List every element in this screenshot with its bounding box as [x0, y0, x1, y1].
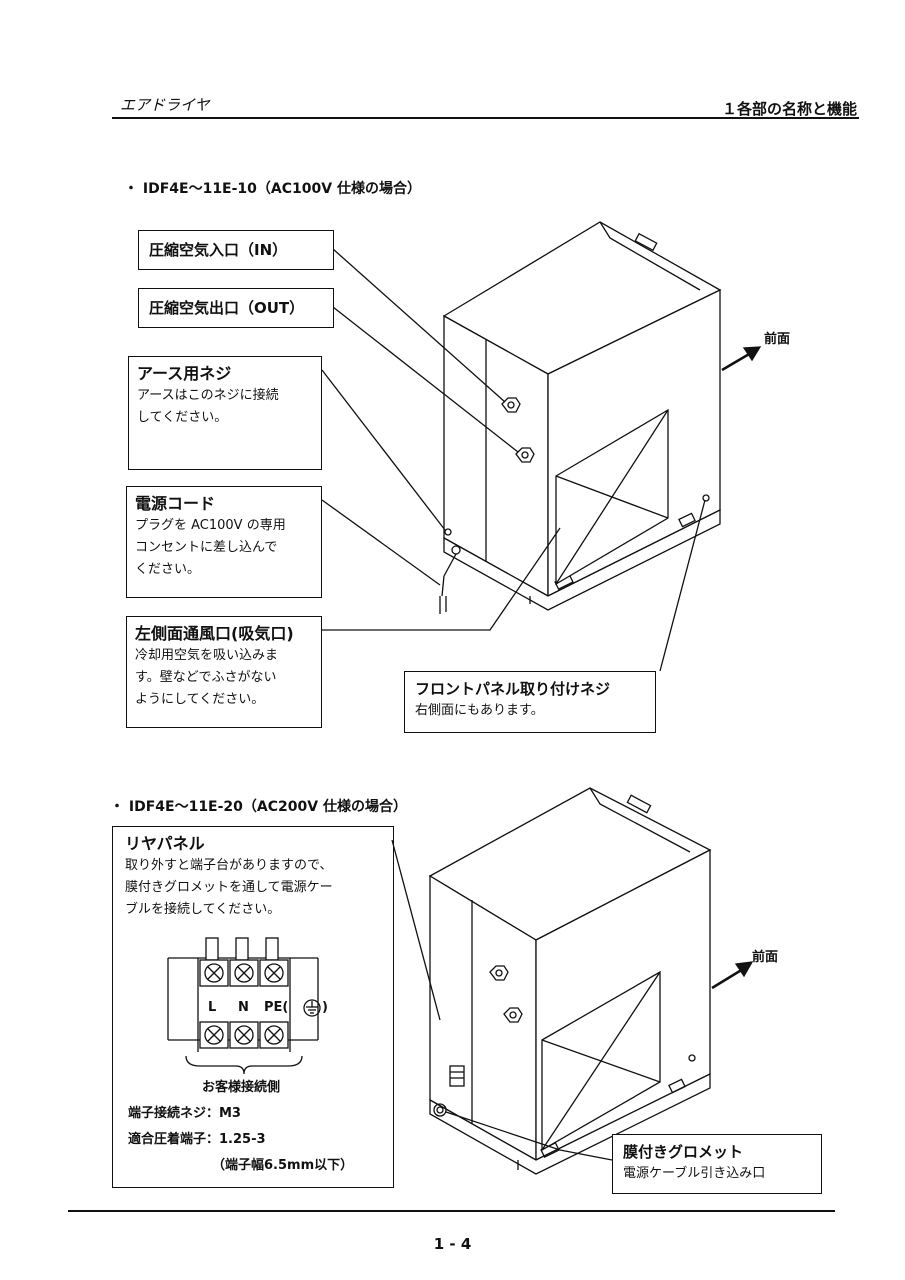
callout-grommet: 膜付きグロメット 電源ケーブル引き込み口 — [612, 1134, 822, 1194]
customer-side-label: お客様接続側 — [202, 1080, 281, 1095]
page-number: 1 - 4 — [433, 1235, 472, 1253]
terminal-label-l: L — [208, 1000, 217, 1015]
terminal-screw-spec: 端子接続ネジ：M3 — [128, 1106, 241, 1121]
callout-rear-panel-body: 取り外すと端子台がありますので、 膜付きグロメットを通して電源ケー ブルを接続し… — [125, 858, 333, 917]
terminal-block-drawing — [167, 937, 321, 1075]
terminal-width-spec: （端子幅6.5mm以下） — [212, 1158, 354, 1173]
dryer-2-drawing — [428, 787, 712, 1175]
callout-rear-panel: リヤパネル 取り外すと端子台がありますので、 膜付きグロメットを通して電源ケー … — [112, 826, 394, 1188]
callout-outlet-text: 圧縮空気出口（OUT） — [149, 299, 305, 317]
callout-vent: 左側面通風口(吸気口) 冷却用空気を吸い込みま す。壁などでふさがない ようにし… — [126, 616, 322, 728]
callout-rear-panel-title: リヤパネル — [125, 834, 205, 853]
callout-inlet: 圧縮空気入口（IN） — [138, 230, 334, 270]
crimp-terminal-spec: 適合圧着端子：1.25-3 — [128, 1132, 266, 1147]
callout-cord: 電源コード プラグを AC100V の専用 コンセントに差し込んで ください。 — [126, 486, 322, 598]
callout-grommet-title: 膜付きグロメット — [623, 1143, 744, 1161]
callout-panel-screw-body: 右側面にもあります。 — [415, 703, 544, 718]
terminal-label-pe: PE( — [264, 1000, 289, 1015]
callout-outlet: 圧縮空気出口（OUT） — [138, 288, 334, 328]
callout-cord-title: 電源コード — [135, 494, 216, 513]
terminal-label-n: N — [238, 1000, 249, 1015]
callout-grommet-body: 電源ケーブル引き込み口 — [623, 1166, 766, 1181]
callout-vent-body: 冷却用空気を吸い込みま す。壁などでふさがない ようにしてください。 — [135, 648, 279, 707]
header-section: １各部の名称と機能 — [721, 100, 857, 118]
terminal-label-pe-close: ) — [322, 1000, 328, 1015]
callout-vent-title: 左側面通風口(吸気口) — [135, 624, 294, 643]
callout-earth: アース用ネジ アースはこのネジに接続 してください。 — [128, 356, 322, 470]
front-label-2: 前面 — [752, 950, 779, 965]
callout-panel-screw-title: フロントパネル取り付けネジ — [415, 680, 611, 698]
callout-earth-body: アースはこのネジに接続 してください。 — [137, 388, 279, 425]
callout-inlet-text: 圧縮空気入口（IN） — [149, 241, 288, 259]
header-rule — [112, 117, 859, 119]
dryer-1-drawing — [439, 221, 722, 614]
section2-title: ・ IDF4E～11E-20（AC200V 仕様の場合） — [110, 799, 407, 815]
footer-rule — [68, 1210, 835, 1212]
callout-earth-title: アース用ネジ — [137, 364, 232, 383]
section1-title: ・ IDF4E～11E-10（AC100V 仕様の場合） — [124, 181, 421, 197]
callout-cord-body: プラグを AC100V の専用 コンセントに差し込んで ください。 — [135, 518, 286, 577]
front-label-1: 前面 — [764, 332, 791, 347]
header-title: エアドライヤ — [120, 96, 210, 114]
callout-panel-screw: フロントパネル取り付けネジ 右側面にもあります。 — [404, 671, 656, 733]
